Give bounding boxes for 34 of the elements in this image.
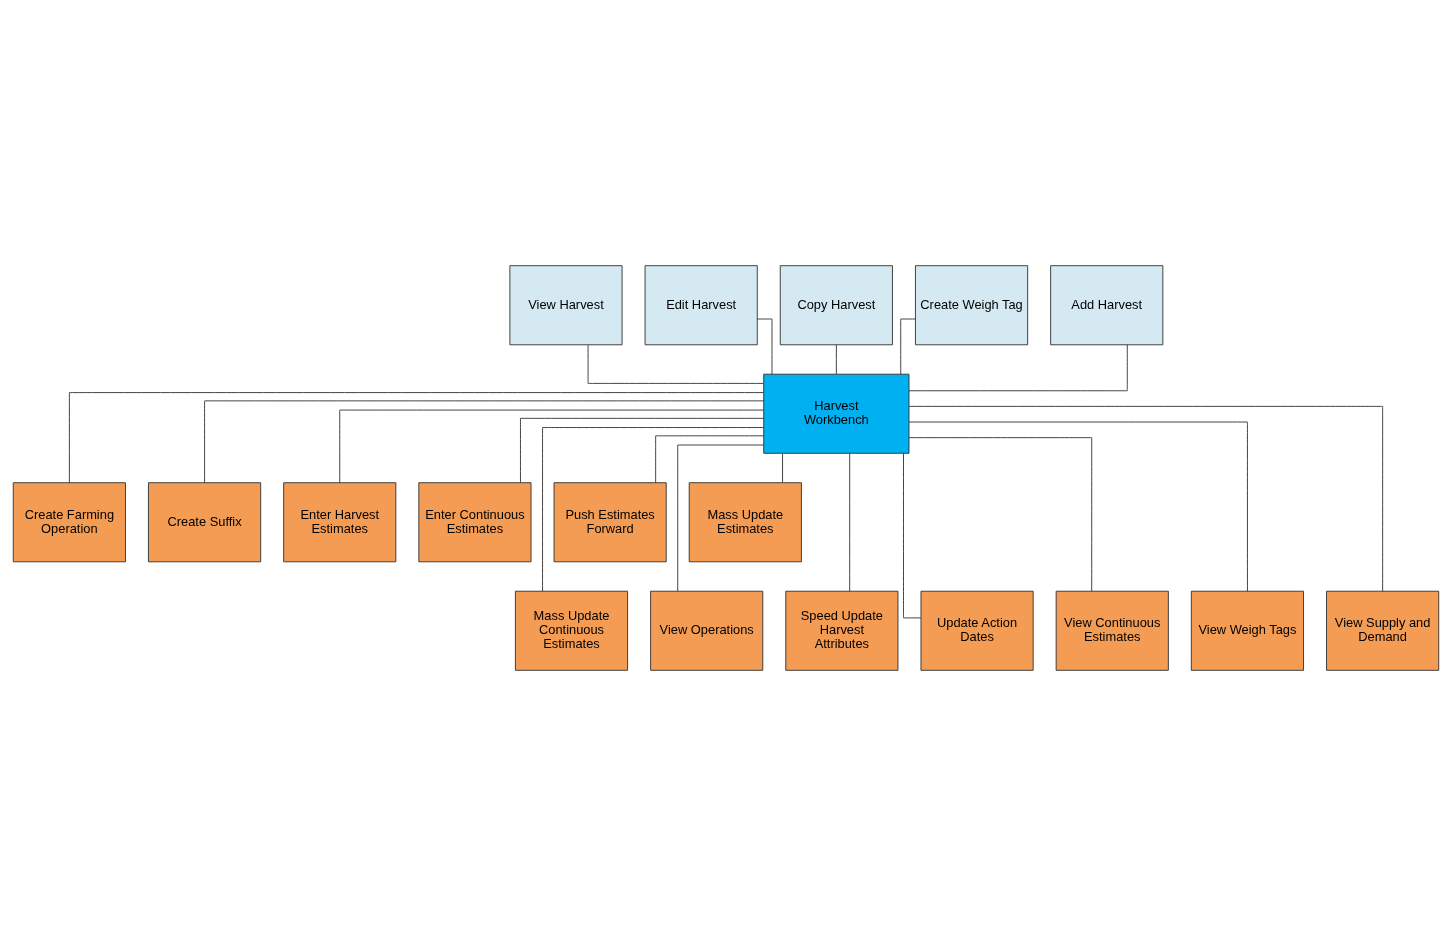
node-box: Enter Continuous Estimates — [418, 482, 532, 563]
node-box: View Supply and Demand — [1326, 590, 1440, 671]
node-box: Add Harvest — [1050, 265, 1164, 346]
node-box: Mass Update Continuous Estimates — [514, 590, 629, 671]
node-box: Create Weigh Tag — [915, 265, 1029, 346]
connector — [908, 437, 1093, 592]
node-box: Update Action Dates — [920, 590, 1034, 671]
node-box: View Harvest — [509, 265, 623, 346]
node-box: Harvest Workbench — [763, 373, 910, 454]
node-box: Push Estimates Forward — [553, 482, 667, 563]
connector — [908, 344, 1128, 392]
connector — [782, 453, 783, 483]
node-box: Copy Harvest — [779, 265, 893, 346]
node-box: Enter Harvest Estimates — [283, 482, 397, 563]
node-box: Create Suffix — [148, 482, 262, 563]
connector — [68, 392, 764, 484]
node-box: View Continuous Estimates — [1055, 590, 1169, 671]
connector — [677, 444, 764, 592]
connector — [542, 427, 764, 592]
node-box: View Weigh Tags — [1190, 590, 1304, 671]
connector — [520, 417, 764, 484]
connector — [849, 452, 851, 592]
node-box: Edit Harvest — [644, 265, 758, 346]
connector — [204, 400, 765, 483]
node-box: Mass Update Estimates — [688, 482, 802, 563]
connector — [339, 409, 765, 484]
connector — [908, 405, 1384, 592]
connector — [908, 421, 1248, 592]
node-box: Speed Update Harvest Attributes — [785, 590, 899, 671]
connector — [587, 344, 764, 384]
node-box: View Operations — [650, 590, 764, 671]
connector — [655, 435, 765, 484]
connector — [835, 344, 837, 375]
node-box: Create Farming Operation — [12, 482, 126, 563]
